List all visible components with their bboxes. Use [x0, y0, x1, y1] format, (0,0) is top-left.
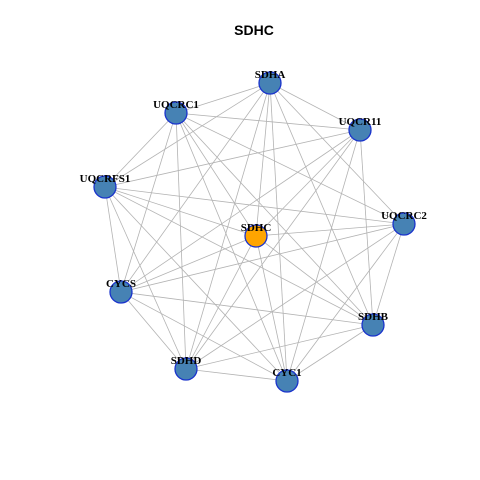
node-uqcrfs1[interactable] [93, 175, 117, 199]
edge-sdhd-cyc1 [185, 368, 288, 382]
edge-sdha-cycs [120, 82, 271, 293]
edge-uqcrfs1-uqcrc2 [104, 186, 405, 225]
node-label-uqcr11: UQCR11 [339, 116, 382, 128]
edge-uqcr11-cyc1 [286, 129, 361, 382]
node-sdhc[interactable] [244, 224, 268, 248]
edge-uqcr11-sdhb [359, 129, 374, 326]
node-sdhd[interactable] [174, 357, 198, 381]
node-label-cyc1: CYC1 [272, 367, 301, 379]
edge-uqcrc1-uqcrc2 [175, 112, 405, 225]
node-cyc1[interactable] [275, 369, 299, 393]
edge-sdhb-sdhd [185, 324, 374, 370]
nodes-layer [93, 71, 416, 393]
node-label-uqcrfs1: UQCRFS1 [80, 173, 131, 185]
edge-uqcrc1-uqcrfs1 [104, 112, 177, 188]
edge-cycs-cyc1 [120, 291, 288, 382]
edge-uqcrc1-sdhb [175, 112, 374, 326]
edge-uqcrc2-cyc1 [286, 223, 405, 382]
edge-sdhc-sdhb [255, 235, 374, 326]
edge-uqcrc2-cycs [120, 223, 405, 293]
edge-sdhc-cycs [120, 235, 257, 293]
edge-uqcr11-sdhc [255, 129, 361, 237]
edge-uqcr11-uqcrfs1 [104, 129, 361, 188]
node-label-sdhc: SDHC [241, 222, 272, 234]
edge-sdha-uqcrfs1 [104, 82, 271, 188]
edge-uqcrc1-sdhc [175, 112, 257, 237]
node-label-sdhd: SDHD [171, 355, 202, 367]
edge-sdha-sdhd [185, 82, 271, 370]
node-cycs[interactable] [109, 280, 133, 304]
edge-uqcrfs1-sdhd [104, 186, 187, 370]
node-label-uqcrc2: UQCRC2 [381, 210, 427, 222]
node-sdhb[interactable] [361, 313, 385, 337]
edge-uqcrc2-sdhb [372, 223, 405, 326]
node-sdha[interactable] [258, 71, 282, 95]
node-uqcrc2[interactable] [392, 212, 416, 236]
edge-sdha-uqcrc1 [175, 82, 271, 114]
edge-cycs-sdhd [120, 291, 187, 370]
edge-sdhc-sdhd [185, 235, 257, 370]
edge-uqcrc1-uqcr11 [175, 112, 361, 131]
node-label-sdhb: SDHB [358, 311, 389, 323]
node-uqcr11[interactable] [348, 118, 372, 142]
edge-sdhb-cyc1 [286, 324, 374, 382]
edge-uqcrfs1-cyc1 [104, 186, 288, 382]
edge-uqcrc2-sdhd [185, 223, 405, 370]
node-label-uqcrc1: UQCRC1 [153, 99, 199, 111]
edge-uqcrfs1-sdhc [104, 186, 257, 237]
edge-uqcrfs1-sdhb [104, 186, 374, 326]
node-label-cycs: CYCS [106, 278, 136, 290]
edge-sdhc-cyc1 [255, 235, 288, 382]
edge-cycs-sdhb [120, 291, 374, 326]
edge-uqcr11-cycs [120, 129, 361, 293]
node-label-sdha: SDHA [255, 69, 286, 81]
edge-uqcrc2-sdhc [255, 223, 405, 237]
edge-sdha-uqcr11 [269, 82, 361, 131]
edge-uqcrc1-cycs [120, 112, 177, 293]
edge-sdha-cyc1 [269, 82, 288, 382]
edges-layer [104, 82, 405, 382]
node-uqcrc1[interactable] [164, 101, 188, 125]
edge-uqcrfs1-cycs [104, 186, 122, 293]
edge-uqcr11-sdhd [185, 129, 361, 370]
graph-title: SDHC [234, 22, 274, 38]
edge-uqcrc1-cyc1 [175, 112, 288, 382]
edge-sdha-sdhc [255, 82, 271, 237]
